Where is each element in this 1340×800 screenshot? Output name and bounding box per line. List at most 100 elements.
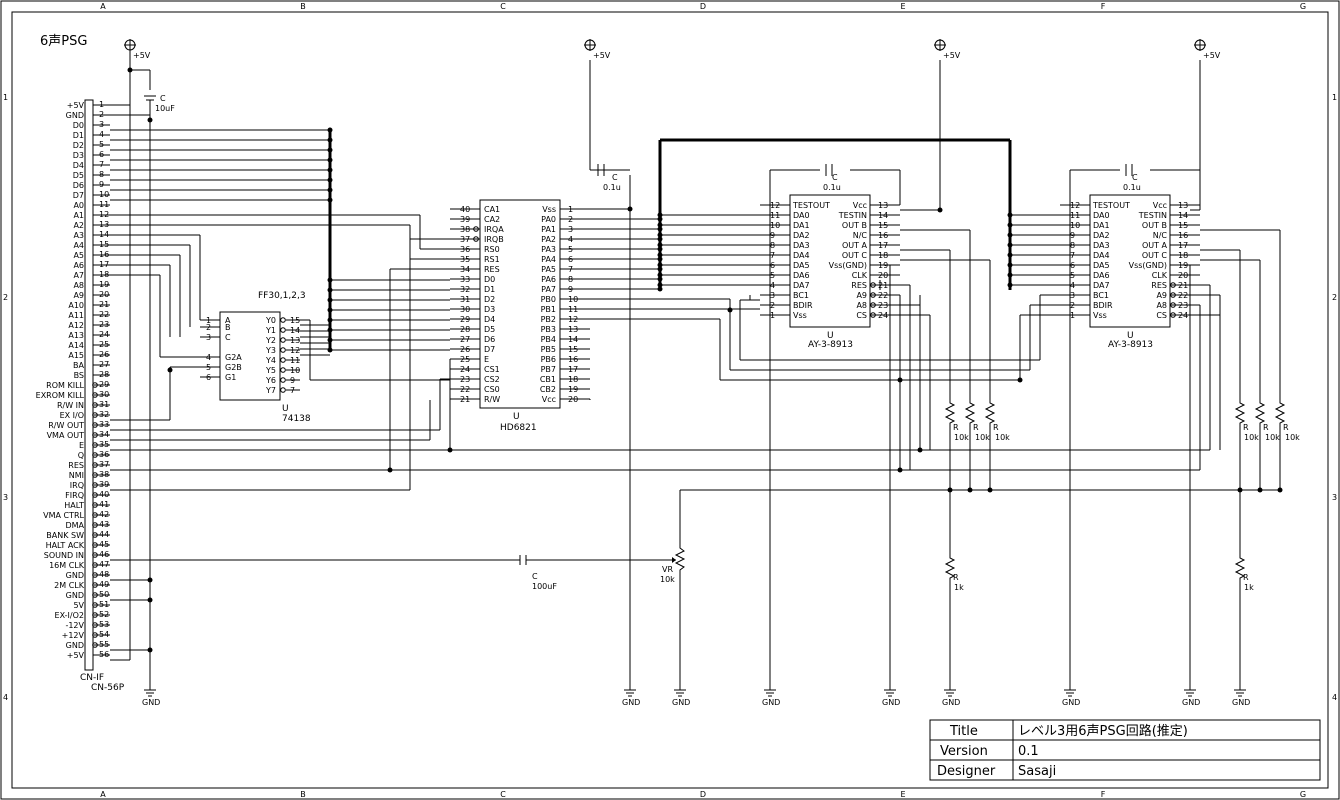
junction-dot xyxy=(657,232,663,238)
pia-pin-name: D5 xyxy=(484,325,495,334)
connector-pin-name: A5 xyxy=(73,251,84,260)
psg-pin-name: BDIR xyxy=(793,301,813,310)
connector-pin-name: A3 xyxy=(73,231,84,240)
junction-dot xyxy=(657,256,663,262)
svg-text:0.1u: 0.1u xyxy=(1123,183,1141,192)
pia-pin-name: CB1 xyxy=(540,375,556,384)
svg-text:GND: GND xyxy=(1232,698,1250,707)
wire xyxy=(984,400,996,426)
row-label: 2 xyxy=(3,293,8,302)
svg-text:C: C xyxy=(1132,173,1138,182)
psg-pin-name: DA6 xyxy=(1093,271,1110,280)
psg-pin-name: TESTIN xyxy=(1138,211,1167,220)
svg-text:GND: GND xyxy=(672,698,690,707)
connector-pin-name: A8 xyxy=(73,281,84,290)
pia-pin-name: PB1 xyxy=(541,305,556,314)
psg-body xyxy=(1089,194,1171,328)
column-label: D xyxy=(700,790,706,799)
wiper-arrow xyxy=(672,557,676,563)
svg-text:R: R xyxy=(953,423,959,432)
junction-dot xyxy=(327,317,333,323)
psg1-part: AY-3-8913 xyxy=(808,340,853,350)
connector-pin-name: NMI xyxy=(69,471,84,480)
psg-pin-name: BDIR xyxy=(1093,301,1113,310)
connector-pin-name: 5V xyxy=(73,601,84,610)
psg-pin-name: OUT A xyxy=(1142,241,1168,250)
pin-bubble xyxy=(280,377,286,383)
connector-pin-name: -12V xyxy=(65,621,84,630)
svg-text:10k: 10k xyxy=(954,433,969,442)
svg-text:GND: GND xyxy=(622,698,640,707)
junction-dot xyxy=(1007,252,1013,258)
psg-pin-name: TESTOUT xyxy=(1092,201,1130,210)
pia-pin-name: D0 xyxy=(484,275,495,284)
psg-pin-name: Vcc xyxy=(853,201,867,210)
pia-pin-name: D6 xyxy=(484,335,495,344)
junction-dot xyxy=(127,67,133,73)
psg-pin-name: A9 xyxy=(1156,291,1167,300)
decoder-pin-name: Y5 xyxy=(265,366,276,375)
psg-pin-name: A8 xyxy=(856,301,867,310)
svg-text:1k: 1k xyxy=(1244,583,1254,592)
svg-text:R: R xyxy=(1243,573,1249,582)
wire xyxy=(674,545,686,690)
junction-dot xyxy=(657,286,663,292)
psg-pin-name: A9 xyxy=(856,291,867,300)
connector-pin-name: HALT ACK xyxy=(46,541,85,550)
connector-pin-name: R/W OUT xyxy=(48,421,84,430)
psg-pin-name: DA7 xyxy=(793,281,810,290)
connector-pin-name: EXROM KILL xyxy=(36,391,85,400)
pia-pin-name: D3 xyxy=(484,305,495,314)
row-label: 4 xyxy=(1332,693,1337,702)
svg-text:+5V: +5V xyxy=(1203,51,1221,60)
junction-dot xyxy=(327,327,333,333)
sheet-heading: 6声PSG xyxy=(40,34,87,49)
pia-ref: U xyxy=(513,412,520,422)
svg-text:1k: 1k xyxy=(954,583,964,592)
pia-pin-name: Vcc xyxy=(542,395,556,404)
pia-pin-name: RS1 xyxy=(484,255,500,264)
pia-pin-name: PB7 xyxy=(541,365,556,374)
junction-dot xyxy=(1007,272,1013,278)
junction-dot xyxy=(327,347,333,353)
pin-bubble xyxy=(280,367,286,373)
connector-pin-name: D6 xyxy=(73,181,84,190)
pia-part: HD6821 xyxy=(500,423,537,433)
connector-pin-name: +12V xyxy=(62,631,85,640)
decoder-ref: U xyxy=(282,404,289,414)
pia-pin-name: RS0 xyxy=(484,245,500,254)
junction-dot xyxy=(1007,222,1013,228)
junction-dot xyxy=(1007,242,1013,248)
row-label: 3 xyxy=(1332,493,1337,502)
connector-pin-name: D7 xyxy=(73,191,84,200)
svg-text:GND: GND xyxy=(1182,698,1200,707)
connector-pin-name: GND xyxy=(66,641,84,650)
psg-pin-name: OUT C xyxy=(1142,251,1168,260)
pia-pin-name: CB2 xyxy=(540,385,556,394)
column-label: D xyxy=(700,2,706,11)
pia-pin-name: PB2 xyxy=(541,315,556,324)
connector-pin-name: Q xyxy=(78,451,84,460)
psg-pin-name: DA0 xyxy=(1093,211,1110,220)
pia-body xyxy=(479,199,561,409)
psg-pin-name: OUT B xyxy=(842,221,867,230)
junction-dot xyxy=(657,246,663,252)
psg2-part: AY-3-8913 xyxy=(1108,340,1153,350)
svg-text:10k: 10k xyxy=(1265,433,1280,442)
pia-pin-name: IRQB xyxy=(484,235,504,244)
pia-pin-name: R/W xyxy=(484,395,500,404)
wire xyxy=(1234,555,1246,581)
connector-pin-name: +5V xyxy=(67,101,85,110)
pia-pin-name: PA3 xyxy=(541,245,556,254)
junction-dot xyxy=(1017,377,1023,383)
wire xyxy=(964,400,976,426)
pia-pin-name: PB3 xyxy=(541,325,556,334)
pia-pin-name: D1 xyxy=(484,285,495,294)
connector-pin-name: BA xyxy=(73,361,84,370)
connector-pin-name: DMA xyxy=(65,521,84,530)
psg-pin-name: RES xyxy=(1151,281,1167,290)
inner-border xyxy=(11,11,1329,789)
svg-text:GND: GND xyxy=(942,698,960,707)
